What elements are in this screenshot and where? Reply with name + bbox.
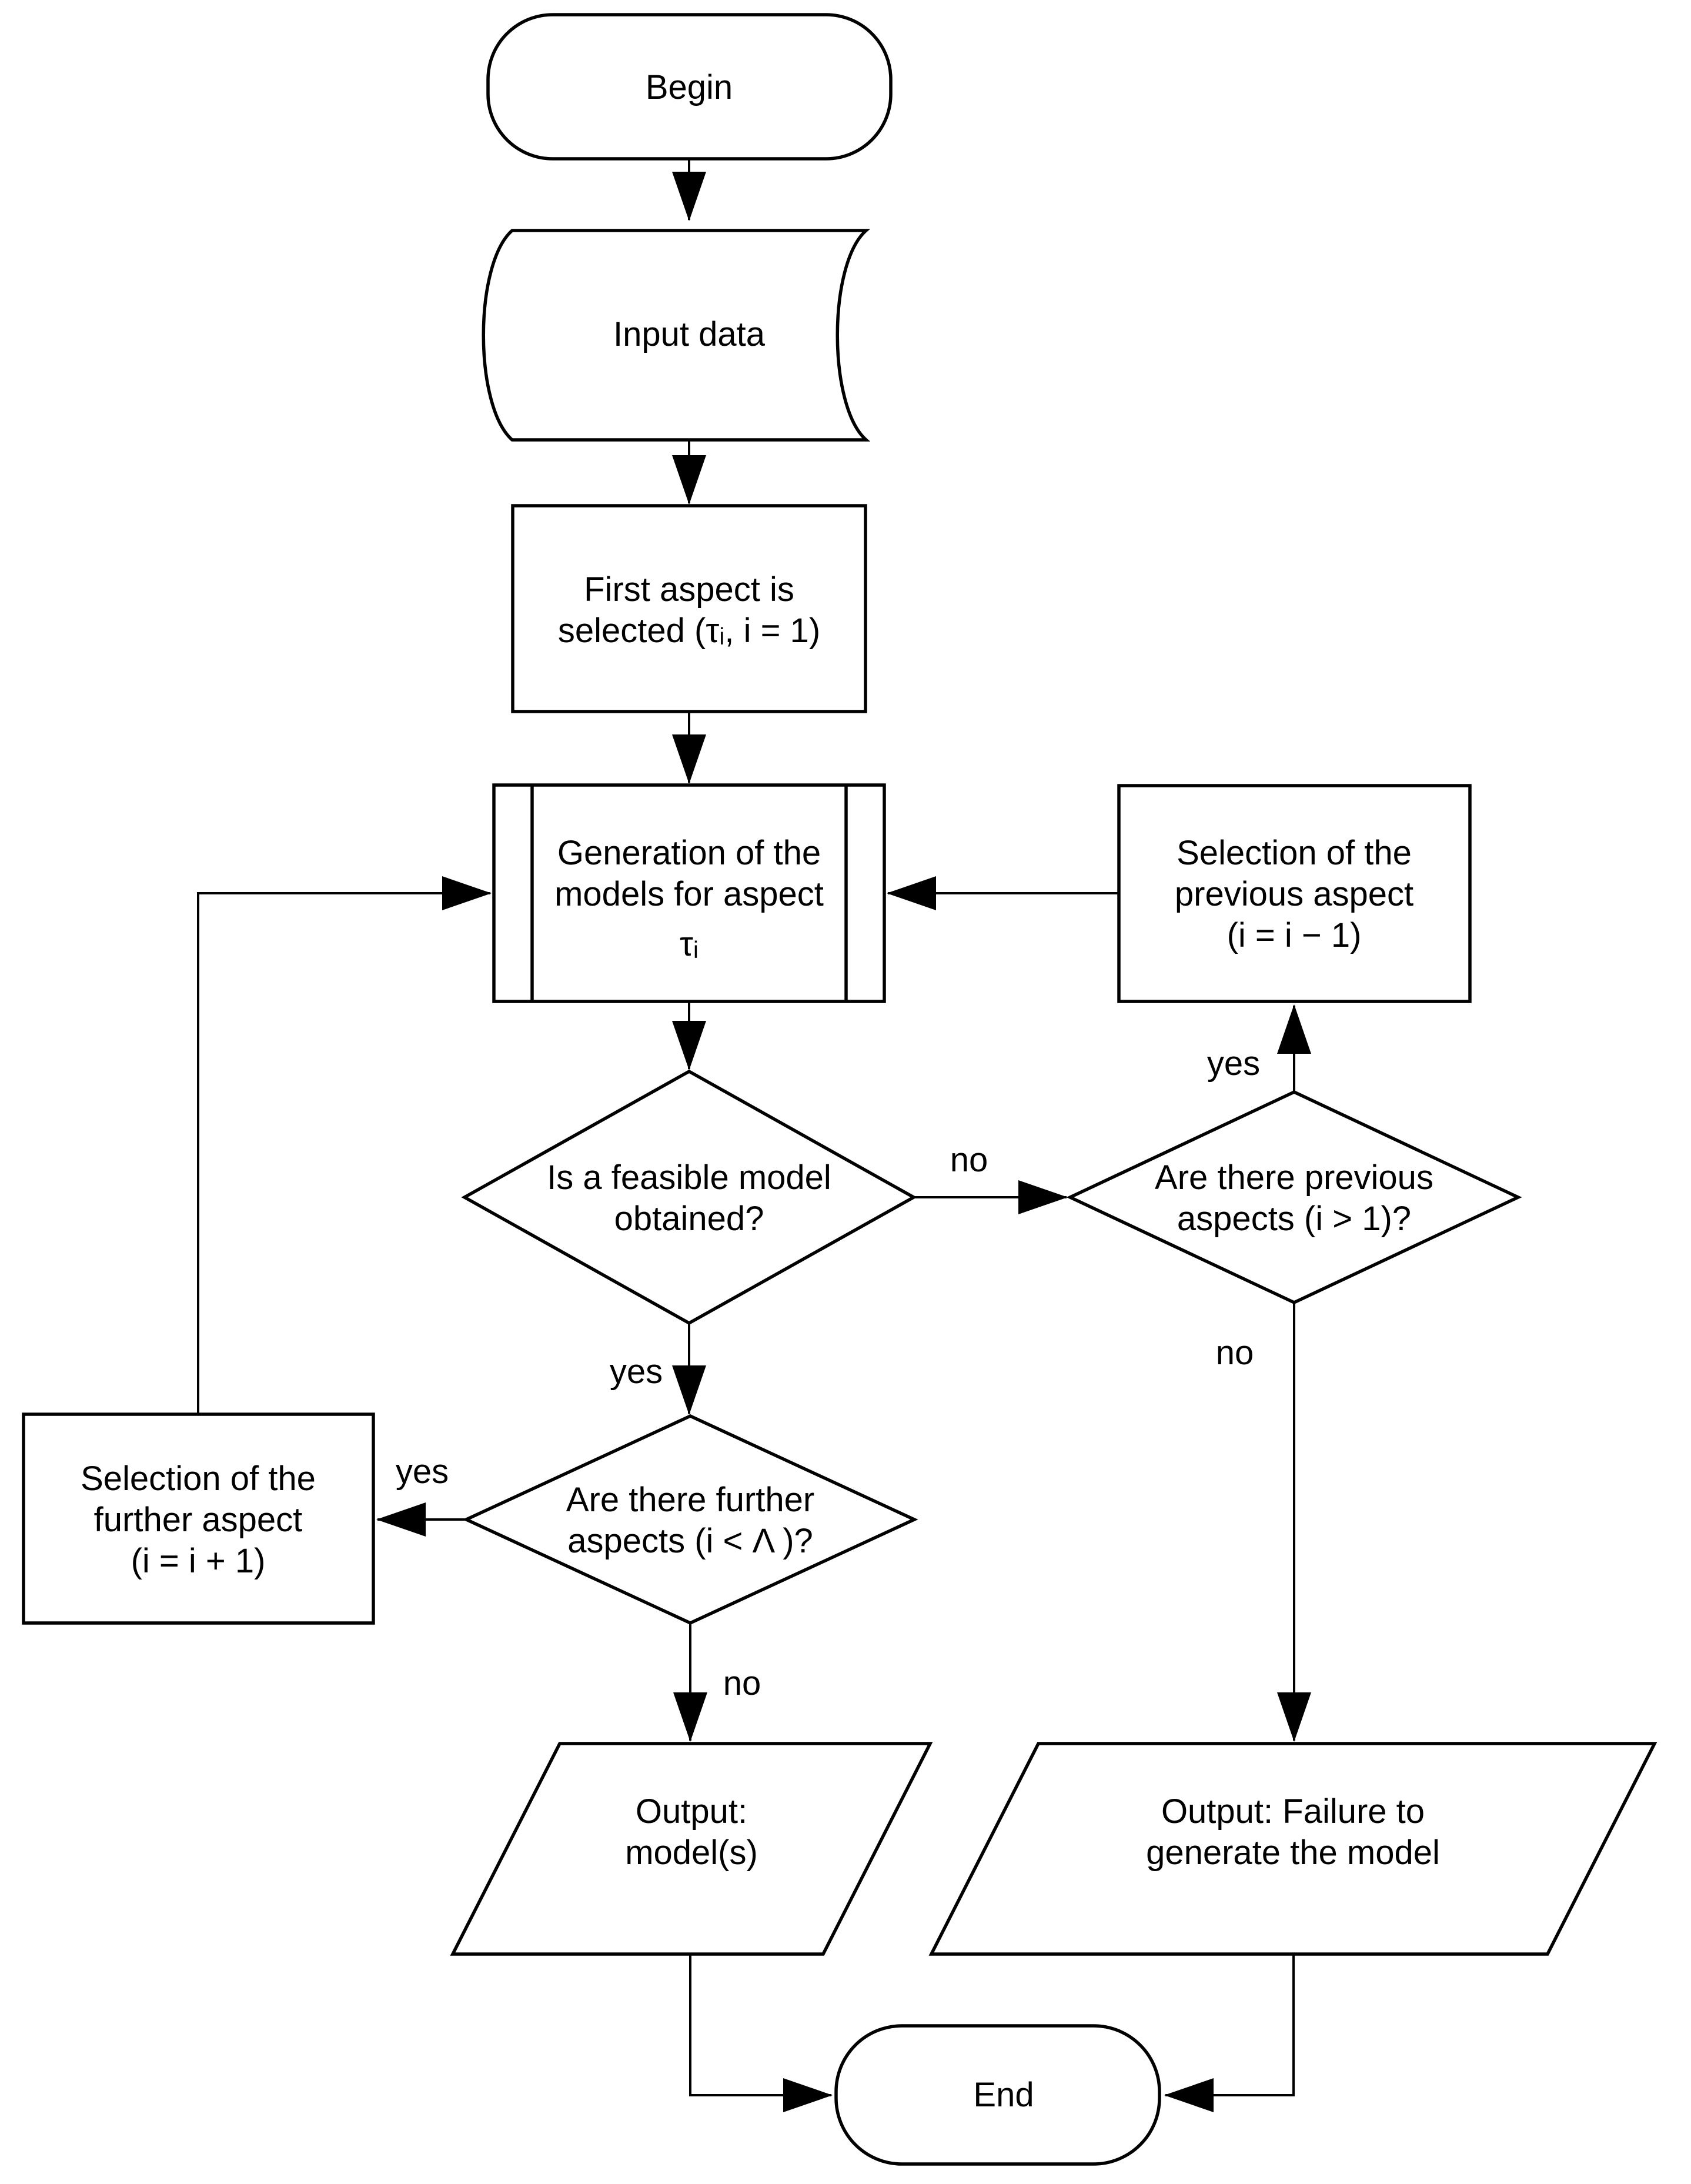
further-selection-shape xyxy=(22,1412,375,1625)
feasible-diamond-shape xyxy=(461,1069,917,1325)
further-selection-line1: Selection of the xyxy=(81,1460,316,1498)
end-terminator-shape xyxy=(834,2024,1161,2166)
label-feasible-no: no xyxy=(950,1141,988,1179)
first-aspect-shape xyxy=(511,504,867,713)
label-further-yes: yes xyxy=(396,1452,449,1491)
further-aspects-diamond-shape xyxy=(462,1414,918,1625)
label-prev-yes: yes xyxy=(1207,1044,1260,1083)
node-further-selection: Selection of the further aspect (i = i +… xyxy=(22,1412,375,1625)
label-further-no: no xyxy=(723,1664,761,1702)
generation-line2: models for aspect xyxy=(554,875,824,913)
further-selection-line3: (i = i + 1) xyxy=(131,1542,266,1580)
prev-aspects-line1: Are there previous xyxy=(1155,1158,1433,1197)
further-aspects-line2: aspects (i < Λ )? xyxy=(567,1522,813,1560)
edges xyxy=(197,159,1311,2112)
prev-aspects-line2: aspects (i > 1)? xyxy=(1177,1200,1411,1238)
output-models-shape xyxy=(450,1742,933,1956)
edge-output-failure-to-end xyxy=(1164,1954,1295,2112)
node-begin: Begin xyxy=(486,13,893,161)
label-feasible-yes: yes xyxy=(610,1353,663,1391)
further-aspects-line1: Are there further xyxy=(566,1481,814,1519)
node-generation: Generation of the models for aspect τᵢ xyxy=(492,783,886,1003)
node-feasible-decision: Is a feasible model obtained? xyxy=(461,1069,917,1325)
prev-selection-line2: previous aspect xyxy=(1175,875,1413,913)
generation-line3: τᵢ xyxy=(680,925,699,963)
prev-selection-line1: Selection of the xyxy=(1177,834,1412,872)
node-output-failure: Output: Failure to generate the model xyxy=(928,1742,1657,1956)
node-end: End xyxy=(834,2024,1161,2166)
node-first-aspect: First aspect is selected (τᵢ, i = 1) xyxy=(511,504,867,713)
input-data-label: Input data xyxy=(613,315,766,353)
node-input-data: Input data xyxy=(482,229,871,442)
end-label: End xyxy=(973,2076,1034,2114)
begin-label: Begin xyxy=(646,68,733,106)
edge-output-models-to-end xyxy=(689,1954,833,2112)
input-data-shape xyxy=(482,229,871,442)
feasible-line1: Is a feasible model xyxy=(547,1158,831,1197)
output-failure-shape xyxy=(928,1742,1657,1956)
node-further-aspects-decision: Are there further aspects (i < Λ )? xyxy=(462,1414,918,1625)
edge-labels: yes no yes no yes no xyxy=(396,1044,1260,1702)
node-prev-selection: Selection of the previous aspect (i = i … xyxy=(1117,784,1472,1003)
first-aspect-line2: selected (τᵢ, i = 1) xyxy=(558,612,820,650)
prev-selection-shape xyxy=(1117,784,1472,1003)
prev-aspects-diamond-shape xyxy=(1066,1090,1522,1305)
node-output-models: Output: model(s) xyxy=(450,1742,933,1956)
generation-shape xyxy=(492,783,886,1003)
node-prev-aspects-decision: Are there previous aspects (i > 1)? xyxy=(1066,1090,1522,1305)
begin-terminator-shape xyxy=(486,13,893,161)
output-models-line2: model(s) xyxy=(625,1834,758,1872)
first-aspect-line1: First aspect is xyxy=(584,570,794,609)
output-failure-line2: generate the model xyxy=(1146,1834,1440,1872)
prev-selection-line3: (i = i − 1) xyxy=(1227,916,1362,954)
output-models-line1: Output: xyxy=(636,1792,747,1831)
further-selection-line2: further aspect xyxy=(94,1501,303,1539)
label-prev-no: no xyxy=(1216,1334,1254,1372)
generation-line1: Generation of the xyxy=(557,834,821,872)
edge-further-selection-loop-to-generation xyxy=(197,876,492,1414)
output-failure-line1: Output: Failure to xyxy=(1161,1792,1425,1831)
feasible-line2: obtained? xyxy=(614,1200,764,1238)
